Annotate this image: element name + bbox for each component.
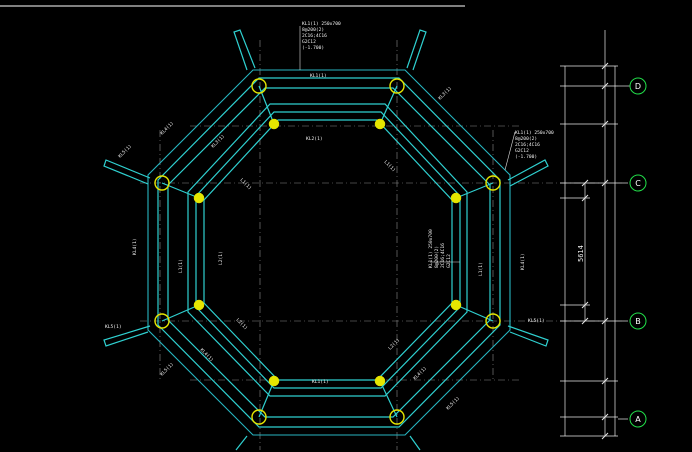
axis-bubble-a — [629, 410, 647, 428]
svg-text:KL1(1) 250x700: KL1(1) 250x700 — [428, 229, 434, 268]
dimension-chain: 5614 — [560, 30, 628, 440]
svg-text:(-1.700): (-1.700) — [515, 154, 537, 160]
svg-text:2C16;4C16: 2C16;4C16 — [515, 142, 540, 148]
axis-markers: D C B A — [628, 77, 647, 428]
svg-text:L1(1): L1(1) — [383, 159, 397, 173]
svg-text:L1(1): L1(1) — [178, 259, 184, 273]
svg-text:KL1(1) 250x700: KL1(1) 250x700 — [302, 21, 341, 27]
center-beam-note: KL1(1) 250x700 8@200(2) 2C16;4C16 G2C12 — [428, 229, 452, 268]
svg-text:C: C — [635, 179, 641, 188]
svg-text:KL2(1): KL2(1) — [306, 136, 323, 142]
svg-text:L1(1): L1(1) — [478, 262, 484, 276]
svg-text:KL5(1): KL5(1) — [528, 318, 545, 324]
svg-text:G2C12: G2C12 — [515, 148, 529, 154]
svg-text:KL1(1): KL1(1) — [310, 73, 327, 79]
right-beam-note: KL1(1) 250x700 8@200(2) 2C16;4C16 G2C12 … — [515, 130, 554, 160]
axis-bubble-b — [629, 312, 647, 330]
svg-text:KL5(1): KL5(1) — [105, 324, 122, 330]
svg-text:L2(1): L2(1) — [387, 337, 401, 351]
svg-text:KL4(1): KL4(1) — [159, 120, 175, 136]
svg-text:2C16;4C16: 2C16;4C16 — [302, 33, 327, 39]
svg-text:KL5(1): KL5(1) — [159, 361, 175, 377]
svg-text:KL4(1): KL4(1) — [199, 347, 215, 363]
axis-bubble-c — [629, 174, 647, 192]
svg-text:L2(1): L2(1) — [235, 317, 249, 331]
svg-text:5614: 5614 — [577, 245, 585, 262]
svg-text:KL5(1): KL5(1) — [445, 395, 461, 411]
svg-text:KL1(1) 250x700: KL1(1) 250x700 — [515, 130, 554, 136]
svg-text:(-1.700): (-1.700) — [302, 45, 324, 51]
svg-text:G2C12: G2C12 — [302, 39, 316, 45]
top-beam-note: KL1(1) 250x700 8@200(2) 2C16;4C16 G2C12 … — [302, 21, 341, 51]
svg-text:KL3(1): KL3(1) — [210, 133, 226, 149]
svg-text:8@200(2): 8@200(2) — [302, 27, 324, 33]
leaders — [299, 26, 516, 263]
svg-text:KL4(1): KL4(1) — [132, 238, 138, 255]
svg-text:8@200(2): 8@200(2) — [434, 246, 440, 268]
svg-text:A: A — [635, 415, 641, 424]
svg-text:KL3(1): KL3(1) — [437, 85, 453, 101]
svg-text:KL1(1): KL1(1) — [312, 379, 329, 385]
svg-text:KL4(1): KL4(1) — [520, 253, 526, 270]
svg-text:2C16;4C16: 2C16;4C16 — [440, 243, 446, 268]
svg-text:B: B — [635, 317, 641, 326]
svg-text:L2(1): L2(1) — [218, 251, 224, 265]
svg-text:D: D — [635, 82, 641, 91]
svg-text:L1(1): L1(1) — [239, 177, 253, 191]
svg-text:KL4(1): KL4(1) — [412, 365, 428, 381]
svg-text:G2C12: G2C12 — [446, 254, 452, 268]
svg-text:8@200(2): 8@200(2) — [515, 136, 537, 142]
columns — [154, 78, 501, 425]
svg-text:KL5(1): KL5(1) — [117, 143, 133, 159]
axis-bubble-d — [629, 77, 647, 95]
octagon-beams — [103, 29, 549, 451]
